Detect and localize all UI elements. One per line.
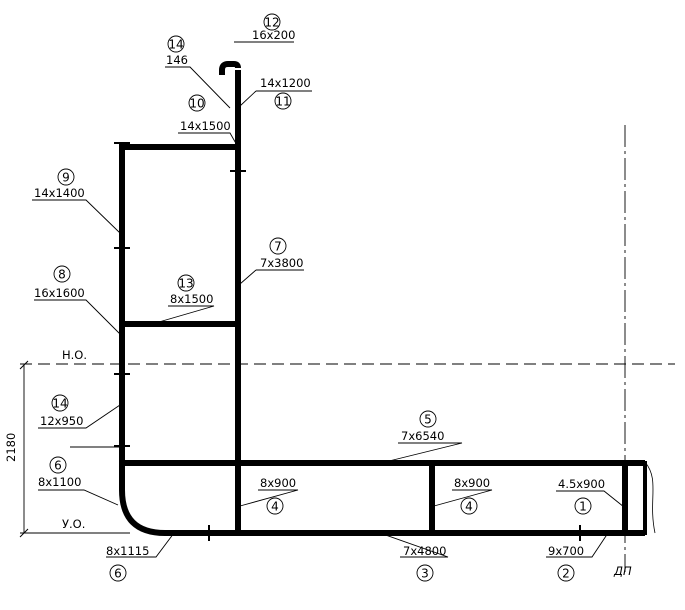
svg-text:4: 4 <box>271 500 279 514</box>
svg-text:14x1400: 14x1400 <box>34 186 85 200</box>
svg-text:146: 146 <box>166 53 188 67</box>
svg-text:2: 2 <box>562 567 570 581</box>
callout-8: 8 16x1600 <box>34 265 85 300</box>
break-line <box>644 461 656 534</box>
callout-1: 1 4.5x900 <box>558 477 605 515</box>
svg-text:10: 10 <box>189 97 204 111</box>
svg-text:4: 4 <box>465 500 473 514</box>
svg-text:14x1500: 14x1500 <box>180 119 231 133</box>
callout-13: 13 8x1500 <box>170 274 213 306</box>
baseline-label: У.О. <box>62 517 85 531</box>
svg-text:13: 13 <box>178 277 193 291</box>
svg-text:12x950: 12x950 <box>40 414 83 428</box>
svg-text:7x3800: 7x3800 <box>260 256 303 270</box>
svg-text:3: 3 <box>421 567 429 581</box>
structure-members <box>119 61 645 536</box>
callout-5: 5 7x6540 <box>401 410 444 443</box>
callout-4b: 4 8x900 <box>454 476 490 515</box>
svg-text:14: 14 <box>168 38 183 52</box>
callout-4a: 4 8x900 <box>260 476 296 515</box>
svg-text:7: 7 <box>274 240 282 254</box>
top-hook <box>219 61 241 75</box>
centerline-label: ДП <box>613 564 632 578</box>
svg-text:8x1500: 8x1500 <box>170 292 213 306</box>
callout-14b: 14 12x950 <box>40 394 83 428</box>
callout-14a: 14 146 <box>166 35 188 67</box>
callout-2: 2 9x700 <box>548 544 584 582</box>
svg-text:6: 6 <box>54 459 62 473</box>
svg-text:8: 8 <box>58 268 66 282</box>
svg-text:16x200: 16x200 <box>252 28 295 42</box>
svg-text:8x1115: 8x1115 <box>106 544 149 558</box>
svg-text:8x1100: 8x1100 <box>38 475 81 489</box>
svg-text:7x6540: 7x6540 <box>401 429 444 443</box>
callout-11: 11 14x1200 <box>260 76 311 110</box>
svg-text:9x700: 9x700 <box>548 544 584 558</box>
waterline-label: Н.О. <box>62 348 87 362</box>
callout-6a: 6 8x1100 <box>38 456 81 489</box>
callout-6b: 6 8x1115 <box>106 544 149 582</box>
leader-lines <box>32 41 625 558</box>
svg-text:6: 6 <box>114 567 122 581</box>
callout-12: 12 16x200 <box>252 13 295 42</box>
svg-text:5: 5 <box>424 413 432 427</box>
callout-9: 9 14x1400 <box>34 168 85 200</box>
callout-3: 3 7x4800 <box>403 544 446 582</box>
svg-text:12: 12 <box>264 16 279 30</box>
svg-text:14: 14 <box>52 397 67 411</box>
svg-text:8x900: 8x900 <box>260 476 296 490</box>
callout-7: 7 7x3800 <box>260 237 303 270</box>
height-dimension-label: 2180 <box>4 433 18 462</box>
svg-text:7x4800: 7x4800 <box>403 544 446 558</box>
callout-10: 10 14x1500 <box>180 94 231 133</box>
svg-text:14x1200: 14x1200 <box>260 76 311 90</box>
height-dimension <box>19 360 29 538</box>
svg-text:9: 9 <box>62 171 70 185</box>
svg-text:1: 1 <box>579 500 587 514</box>
svg-text:11: 11 <box>275 95 290 109</box>
bottom-shell <box>119 463 645 536</box>
svg-text:16x1600: 16x1600 <box>34 286 85 300</box>
joint-ticks <box>114 142 581 541</box>
svg-text:4.5x900: 4.5x900 <box>558 477 605 491</box>
svg-text:8x900: 8x900 <box>454 476 490 490</box>
